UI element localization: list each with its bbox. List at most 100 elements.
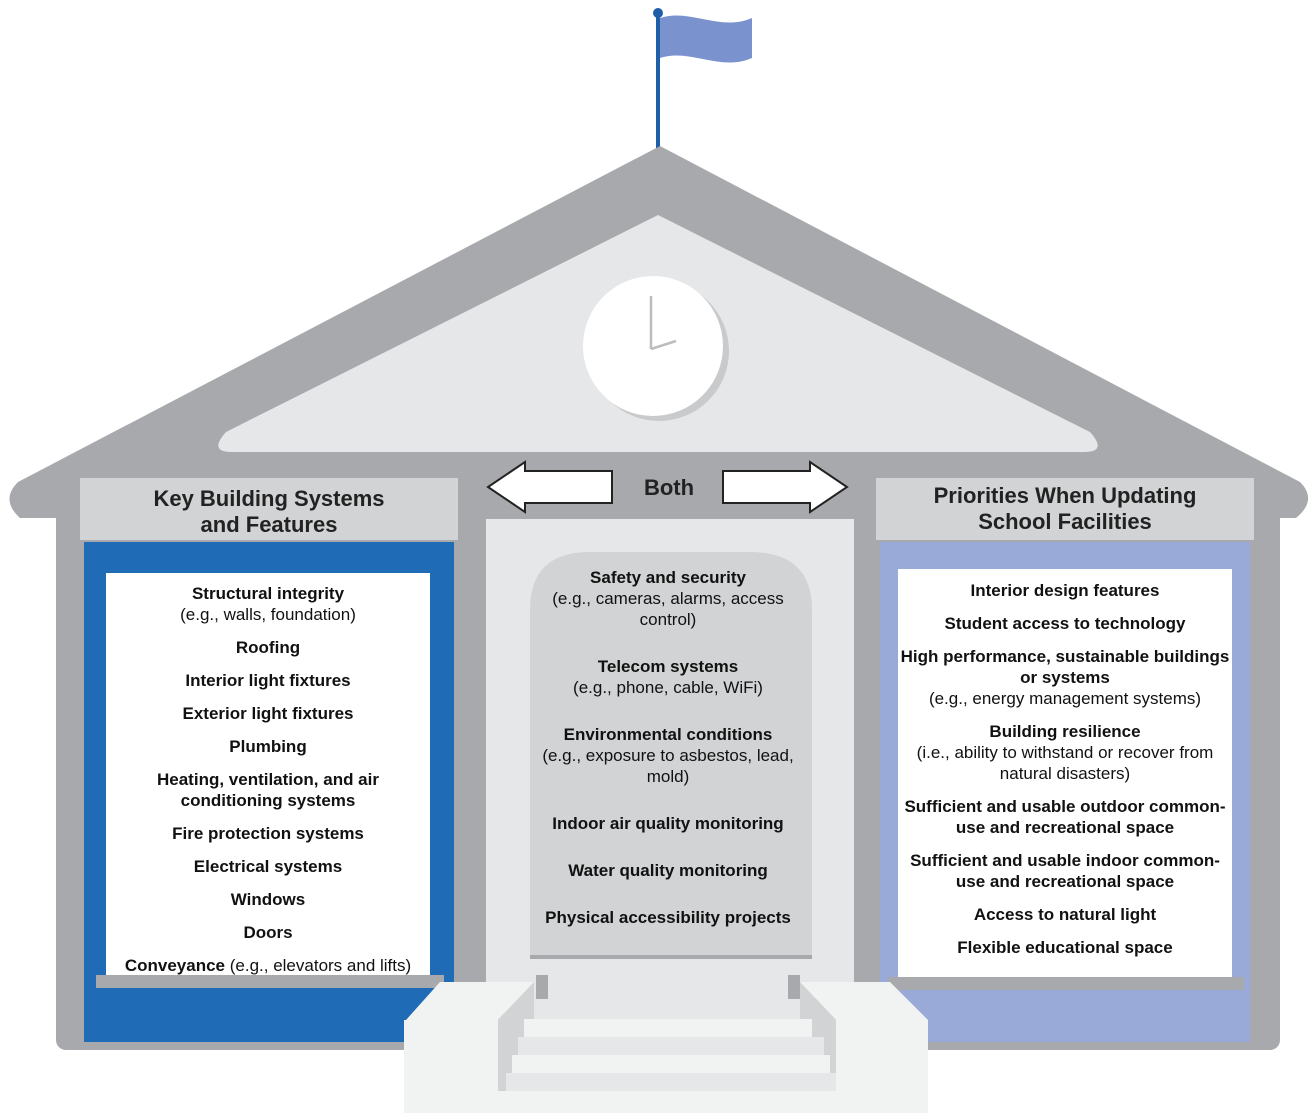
center-arch: [530, 552, 812, 955]
item-title: Telecom systems: [528, 656, 808, 677]
list-item: Water quality monitoring: [528, 860, 808, 881]
item-title-text: Exterior light fixtures: [182, 704, 354, 723]
left-panel-list: Structural integrity (e.g., walls, founda…: [108, 583, 428, 988]
list-item: Plumbing: [108, 736, 428, 757]
list-item: Doors: [108, 922, 428, 943]
list-item: Fire protection systems: [108, 823, 428, 844]
left-title-band: [80, 478, 458, 540]
both-label: Both: [643, 475, 695, 500]
item-title: Building resilience: [900, 721, 1230, 742]
item-title-text: Environmental conditions: [563, 725, 773, 744]
item-title: Access to natural light: [900, 904, 1230, 925]
list-item: Interior design features: [900, 580, 1230, 601]
item-title-text: Access to natural light: [973, 905, 1157, 924]
item-subtitle: (e.g., walls, foundation): [180, 605, 356, 624]
clock-icon: [583, 276, 729, 421]
item-title: Exterior light fixtures: [108, 703, 428, 724]
left-panel-title-line2: and Features: [200, 512, 338, 537]
item-title: Student access to technology: [900, 613, 1230, 634]
item-title-text: Roofing: [235, 638, 301, 657]
item-title-text: Structural integrity: [191, 584, 345, 603]
item-title: Plumbing: [108, 736, 428, 757]
item-title-text: Building resilience: [989, 722, 1141, 741]
right-panel-title-line2: School Facilities: [978, 509, 1152, 534]
steps-icon: [404, 975, 928, 1113]
item-title: Flexible educational space: [900, 937, 1230, 958]
item-title: Indoor air quality monitoring: [528, 813, 808, 834]
left-text-box: [106, 573, 430, 975]
list-item: High performance, sustainable buildings …: [900, 646, 1230, 709]
list-item: Electrical systems: [108, 856, 428, 877]
list-item: Structural integrity (e.g., walls, founda…: [108, 583, 428, 625]
item-title-text: Heating, ventilation, and air conditioni…: [157, 770, 379, 810]
item-title-text: Flexible educational space: [957, 938, 1173, 957]
item-title: Physical accessibility projects: [528, 907, 808, 928]
center-sill: [530, 955, 812, 959]
item-subtitle: (e.g., energy management systems): [928, 689, 1202, 708]
item-title-text: Telecom systems: [597, 657, 739, 676]
list-item: Telecom systems(e.g., phone, cable, WiFi…: [528, 656, 808, 698]
list-item: Environmental conditions (e.g., exposure …: [528, 724, 808, 787]
item-subtitle: (e.g., exposure to asbestos, lead, mold): [542, 746, 794, 786]
item-title: Water quality monitoring: [528, 860, 808, 881]
item-inline-sub: (e.g., elevators and lifts): [225, 956, 412, 975]
item-title-text: Interior design features: [970, 581, 1160, 600]
list-item: Windows: [108, 889, 428, 910]
left-panel-title: Key Building Systems and Features: [80, 486, 458, 538]
item-title-text: Safety and security: [590, 568, 746, 587]
item-title-text: Plumbing: [229, 737, 307, 756]
arrow-right-icon: [722, 460, 849, 514]
item-title-text: Sufficient and usable outdoor common-use…: [904, 797, 1226, 837]
list-item: Roofing: [108, 637, 428, 658]
item-title: Fire protection systems: [108, 823, 428, 844]
item-title-text: Sufficient and usable indoor common-use …: [910, 851, 1220, 891]
list-item: Sufficient and usable outdoor common-use…: [900, 796, 1230, 838]
list-item: Flexible educational space: [900, 937, 1230, 958]
item-title: Environmental conditions: [528, 724, 808, 745]
item-title-text: Windows: [230, 890, 306, 909]
item-title-text: Doors: [243, 923, 293, 942]
center-panel-list: Safety and security (e.g., cameras, alarm…: [528, 567, 808, 954]
item-title: Structural integrity: [108, 583, 428, 604]
item-title: Heating, ventilation, and air conditioni…: [108, 769, 428, 811]
list-item: Building resilience (i.e., ability to wit…: [900, 721, 1230, 784]
item-title: Interior light fixtures: [108, 670, 428, 691]
list-item: Access to natural light: [900, 904, 1230, 925]
item-title: Roofing: [108, 637, 428, 658]
item-title-text: Water quality monitoring: [568, 861, 768, 880]
item-title-text: Fire protection systems: [172, 824, 364, 843]
item-title-text: Conveyance: [124, 956, 226, 975]
arrow-left-icon: [486, 460, 613, 514]
right-text-box: [898, 569, 1232, 977]
item-title: Safety and security: [528, 567, 808, 588]
left-shelf: [96, 975, 444, 988]
item-title-text: Student access to technology: [944, 614, 1186, 633]
list-item: Safety and security (e.g., cameras, alarm…: [528, 567, 808, 630]
right-shelf: [888, 977, 1244, 990]
item-title-text: Electrical systems: [193, 857, 343, 876]
item-title: High performance, sustainable buildings …: [900, 646, 1230, 688]
list-item: Sufficient and usable indoor common-use …: [900, 850, 1230, 892]
list-item: Physical accessibility projects: [528, 907, 808, 928]
flag-icon: [653, 8, 752, 150]
list-item: Heating, ventilation, and air conditioni…: [108, 769, 428, 811]
list-item: Student access to technology: [900, 613, 1230, 634]
list-item: Interior light fixtures: [108, 670, 428, 691]
right-panel-title-line1: Priorities When Updating: [933, 483, 1197, 508]
item-title: Windows: [108, 889, 428, 910]
list-item: Indoor air quality monitoring: [528, 813, 808, 834]
item-title-text: Indoor air quality monitoring: [552, 814, 784, 833]
item-subtitle: (i.e., ability to withstand or recover f…: [916, 743, 1214, 783]
item-title: Interior design features: [900, 580, 1230, 601]
item-title: Conveyance (e.g., elevators and lifts): [108, 955, 428, 976]
item-title: Sufficient and usable outdoor common-use…: [900, 796, 1230, 838]
item-subtitle: (e.g., cameras, alarms, access control): [552, 589, 784, 629]
item-title-text: Interior light fixtures: [185, 671, 351, 690]
item-title-text: High performance, sustainable buildings …: [900, 647, 1230, 687]
item-title: Sufficient and usable indoor common-use …: [900, 850, 1230, 892]
list-item: Exterior light fixtures: [108, 703, 428, 724]
left-panel-title-line1: Key Building Systems: [153, 486, 385, 511]
